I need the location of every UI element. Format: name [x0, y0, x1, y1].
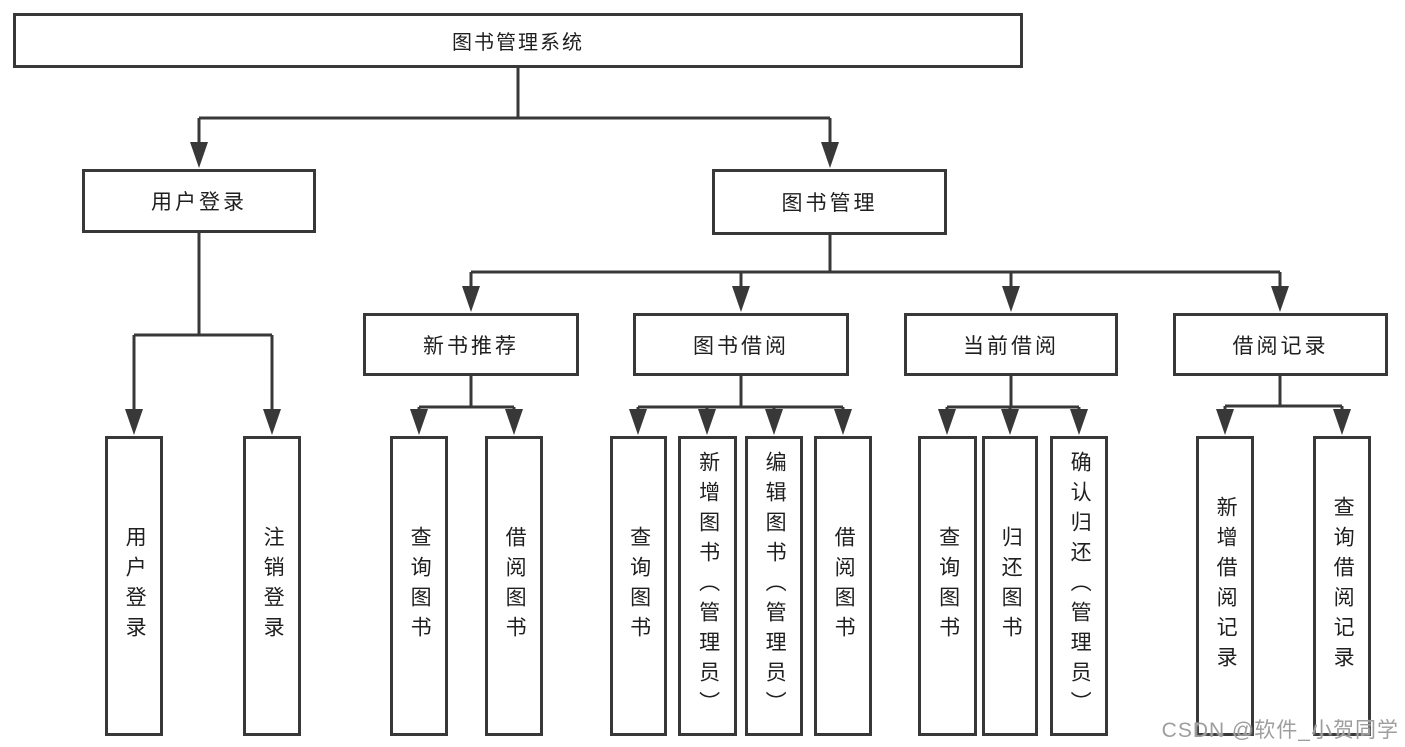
node-label: 新增图书（管理员） — [696, 451, 720, 721]
node-label: 图书管理系统 — [452, 32, 584, 54]
leaf-nb-query-book: 查询图书 — [390, 436, 448, 736]
node-book-management: 图书管理 — [712, 169, 947, 235]
leaf-cb-return-book: 归还图书 — [982, 436, 1038, 736]
node-label: 注销登录 — [261, 526, 285, 646]
node-label: 确认归还（管理员） — [1068, 451, 1092, 721]
leaf-br-add-record: 新增借阅记录 — [1196, 436, 1254, 736]
node-book-borrow: 图书借阅 — [633, 313, 849, 376]
node-library-management-system: 图书管理系统 — [13, 13, 1023, 68]
leaf-cb-confirm-return-admin: 确认归还（管理员） — [1050, 436, 1108, 736]
node-label: 编辑图书（管理员） — [763, 451, 787, 721]
node-user-login: 用户登录 — [82, 169, 316, 233]
node-label: 借阅图书 — [503, 526, 527, 646]
node-label: 查询图书 — [936, 526, 960, 646]
node-label: 当前借阅 — [963, 334, 1059, 358]
leaf-bb-borrow-book: 借阅图书 — [814, 436, 872, 736]
leaf-nb-borrow-book: 借阅图书 — [485, 436, 543, 736]
leaf-bb-add-book-admin: 新增图书（管理员） — [678, 436, 737, 736]
leaf-bb-edit-book-admin: 编辑图书（管理员） — [745, 436, 803, 736]
node-label: 新书推荐 — [423, 334, 519, 358]
node-label: 图书管理 — [781, 192, 878, 215]
watermark: CSDN @软件_小贺同学 — [1161, 719, 1399, 742]
node-label: 新增借阅记录 — [1214, 496, 1238, 676]
node-label: 归还图书 — [999, 526, 1023, 646]
node-label: 借阅记录 — [1232, 334, 1329, 358]
leaf-br-query-record: 查询借阅记录 — [1313, 436, 1371, 736]
leaf-logout: 注销登录 — [243, 436, 301, 736]
node-label: 查询借阅记录 — [1331, 496, 1355, 676]
node-label: 用户登录 — [123, 526, 147, 646]
leaf-cb-query-book: 查询图书 — [918, 436, 977, 736]
node-label: 查询图书 — [408, 526, 432, 646]
node-current-borrow: 当前借阅 — [904, 313, 1118, 376]
node-label: 用户登录 — [151, 191, 247, 214]
node-borrow-records: 借阅记录 — [1173, 313, 1388, 376]
node-label: 图书借阅 — [693, 334, 789, 358]
node-new-book-recommend: 新书推荐 — [363, 313, 579, 376]
leaf-bb-query-book: 查询图书 — [610, 436, 667, 736]
node-label: 查询图书 — [627, 526, 651, 646]
node-label: 借阅图书 — [832, 526, 856, 646]
leaf-user-login: 用户登录 — [105, 436, 163, 736]
